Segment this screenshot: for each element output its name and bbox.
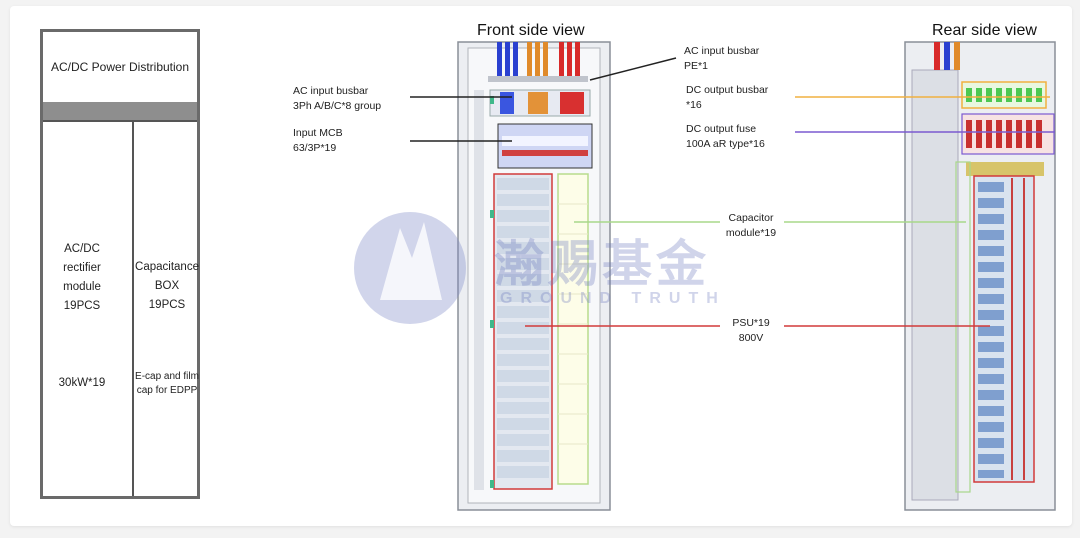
callout-ac-busbar-pe: AC input busbar PE*1: [684, 44, 759, 74]
table-divider-vertical: [132, 122, 134, 496]
capacitance-line-3: 19PCS: [148, 299, 186, 311]
callout-psu: PSU*19 800V: [720, 316, 782, 346]
capacitance-note-line-2: cap for EDPP: [136, 385, 198, 396]
watermark-logo: [354, 212, 466, 324]
capacitance-line-1: Capacitance: [135, 261, 199, 273]
rear-busbar-tops: [934, 42, 960, 70]
rear-psu-rows: [978, 182, 1004, 478]
capacitance-line-2: BOX: [154, 280, 180, 292]
rear-dc-busbar-green: [966, 88, 1042, 102]
callout-ac-busbar-pe-line-1: AC input busbar: [684, 45, 760, 57]
rectifier-power: 30kW*19: [58, 377, 106, 389]
callout-dc-output-fuse-line-1: DC output fuse: [686, 123, 757, 135]
rear-cabinet: [904, 41, 1056, 511]
callout-dc-output-busbar-line-1: DC output busbar: [686, 84, 769, 96]
table-header: AC/DC Power Distribution: [50, 60, 190, 74]
front-busbar-red: [559, 42, 580, 78]
front-cabinet: [457, 41, 611, 511]
front-psu-rows: [497, 178, 549, 478]
callout-ac-busbar-pe-line-2: PE*1: [684, 60, 708, 72]
callout-ac-busbar-group-line-1: AC input busbar: [293, 85, 369, 97]
capacitance-note-line-1: E-cap and film: [135, 371, 199, 382]
power-distribution-table: AC/DC Power Distribution AC/DC rectifier…: [40, 29, 200, 499]
rectifier-line-2: rectifier: [63, 262, 101, 274]
watermark-en: GROUND TRUTH: [500, 290, 726, 307]
rectifier-line-3: module: [63, 281, 101, 293]
table-divider-horizontal: [43, 120, 197, 122]
callout-psu-line-2: 800V: [738, 332, 764, 344]
front-busbar-group-lower: [500, 92, 584, 114]
front-busbar-blue: [497, 42, 518, 78]
callout-capacitor-module: Capacitor module*19: [718, 211, 784, 241]
rectifier-module-cell: AC/DC rectifier module 19PCS: [43, 240, 121, 316]
callout-psu-line-1: PSU*19: [732, 317, 770, 329]
watermark-cn: 瀚赐基金: [494, 235, 710, 293]
callout-dc-output-busbar: DC output busbar *16: [686, 83, 768, 113]
callout-input-mcb: Input MCB 63/3P*19: [293, 126, 343, 156]
callout-ac-busbar-group: AC input busbar 3Ph A/B/C*8 group: [293, 84, 381, 114]
capacitance-box-cell: Capacitance BOX 19PCS: [133, 258, 201, 315]
callout-dc-output-busbar-line-2: *16: [686, 99, 702, 111]
rear-fuse-row: [966, 120, 1042, 148]
table-band: [43, 102, 197, 120]
rectifier-line-4: 19PCS: [63, 300, 101, 312]
callout-dc-output-fuse: DC output fuse 100A aR type*16: [686, 122, 765, 152]
rectifier-line-1: AC/DC: [64, 243, 100, 255]
callout-input-mcb-line-1: Input MCB: [293, 127, 343, 139]
callout-ac-busbar-group-line-2: 3Ph A/B/C*8 group: [293, 100, 382, 112]
rear-view-title: Rear side view: [932, 22, 1037, 39]
callout-dc-output-fuse-line-2: 100A aR type*16: [686, 138, 765, 150]
capacitance-note: E-cap and film cap for EDPP: [133, 370, 201, 398]
front-busbar-orange: [527, 42, 548, 78]
leader-ac-busbar-pe: [589, 57, 677, 81]
callout-input-mcb-line-2: 63/3P*19: [293, 142, 337, 154]
callout-capacitor-module-line-2: module*19: [725, 227, 777, 239]
front-view-title: Front side view: [477, 22, 585, 39]
callout-capacitor-module-line-1: Capacitor: [728, 212, 774, 224]
